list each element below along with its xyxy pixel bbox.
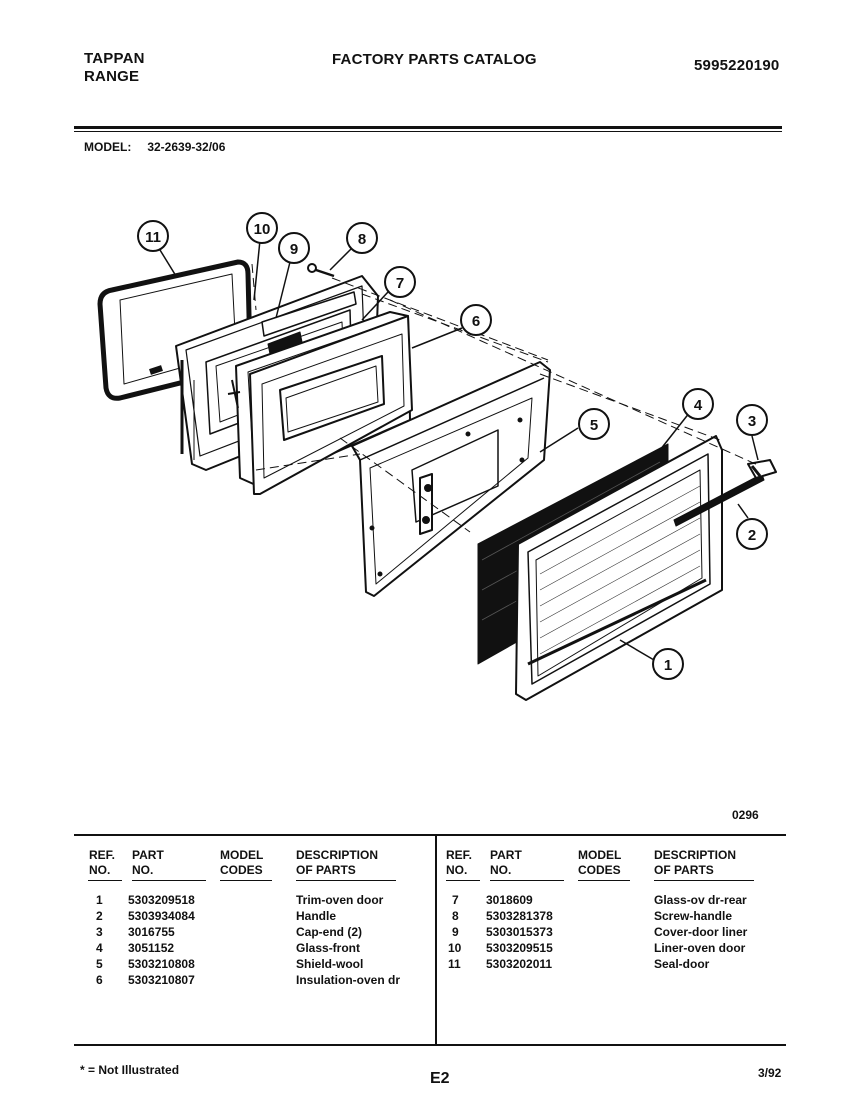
svg-text:7: 7 — [396, 275, 404, 292]
page-title: FACTORY PARTS CATALOG — [332, 51, 537, 68]
callout-5: 5 — [578, 408, 610, 440]
date-code: 0296 — [732, 808, 759, 822]
exploded-door-diagram: 1 2 3 4 5 6 7 8 9 10 11 — [97, 212, 777, 701]
callout-11: 11 — [137, 220, 169, 252]
callout-6: 6 — [460, 304, 492, 336]
svg-text:11: 11 — [145, 229, 161, 246]
end-cap-part — [747, 459, 777, 479]
svg-text:5: 5 — [590, 417, 598, 434]
svg-text:4: 4 — [694, 397, 703, 414]
brand-name: TAPPAN RANGE — [84, 50, 145, 86]
header-underline — [578, 880, 630, 881]
footnote: * = Not Illustrated — [80, 1063, 180, 1077]
col-ref-no-right: REF.NO. — [446, 848, 473, 877]
cover-liner-part — [261, 291, 357, 337]
table-column-divider — [435, 834, 437, 1044]
shield-part — [351, 361, 551, 597]
svg-text:10: 10 — [254, 221, 271, 238]
brand-line-1: TAPPAN — [84, 50, 145, 67]
svg-text:6: 6 — [472, 313, 480, 330]
svg-text:8: 8 — [358, 231, 366, 248]
svg-text:1: 1 — [664, 657, 672, 674]
model-label: MODEL: — [84, 140, 132, 154]
header-underline — [446, 880, 480, 881]
header-underline — [220, 880, 272, 881]
model-number: 32-2639-32/06 — [147, 140, 226, 154]
handle-part — [673, 473, 765, 527]
revision-date: 3/92 — [758, 1066, 782, 1080]
callout-8: 8 — [346, 222, 378, 254]
brand-line-2: RANGE — [84, 68, 140, 85]
header-rule-thick — [74, 126, 782, 129]
callout-9: 9 — [278, 232, 310, 264]
svg-text:2: 2 — [748, 527, 756, 544]
svg-text:9: 9 — [290, 241, 298, 258]
page-number: E2 — [430, 1070, 450, 1087]
header-underline — [490, 880, 564, 881]
callout-1: 1 — [652, 648, 684, 680]
svg-text:3: 3 — [748, 413, 756, 430]
header-underline — [654, 880, 754, 881]
col-ref-no: REF.NO. — [89, 848, 116, 877]
header-underline — [132, 880, 206, 881]
header-underline — [296, 880, 396, 881]
callout-7: 7 — [384, 266, 416, 298]
model-row: MODEL: 32-2639-32/06 — [84, 140, 225, 154]
callout-3: 3 — [736, 404, 768, 436]
callout-4: 4 — [682, 388, 714, 420]
callout-2: 2 — [736, 518, 768, 550]
catalog-number: 5995220190 — [694, 57, 780, 74]
callout-10: 10 — [246, 212, 278, 244]
header-rule-thin — [74, 131, 782, 132]
header-underline — [88, 880, 122, 881]
